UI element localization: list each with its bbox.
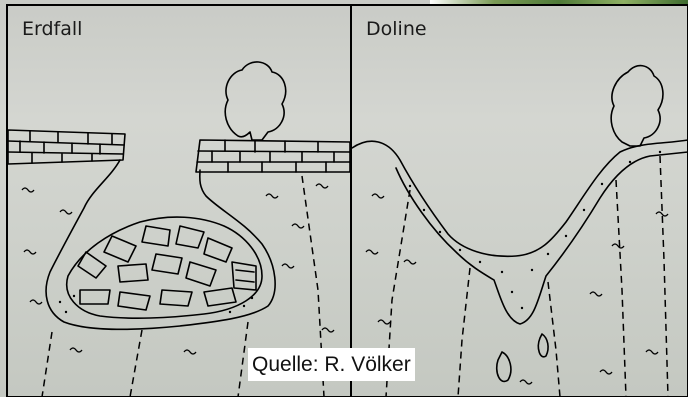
groundwater-marks (22, 184, 334, 354)
erdfall-drawing (8, 62, 350, 397)
fracture-line (130, 330, 142, 397)
panel-title-doline: Doline (366, 18, 427, 40)
fracture-line (660, 156, 668, 397)
erdfall-rubble (67, 217, 262, 318)
right-rock-layer (196, 140, 350, 172)
seep-channel (497, 352, 511, 381)
fracture-line (548, 282, 560, 397)
doline-infill (396, 152, 688, 324)
diagram-frame (7, 5, 688, 397)
source-credit: Quelle: R. Völker (248, 348, 415, 381)
doline-stipple (409, 151, 661, 309)
tree-doline (611, 66, 663, 146)
tree-erdfall (225, 62, 285, 140)
fracture-line (42, 332, 52, 397)
left-rock-layer (8, 130, 125, 164)
panel-title-erdfall: Erdfall (22, 18, 82, 40)
fracture-line (458, 268, 470, 397)
fracture-line (616, 180, 626, 397)
fracture-line (238, 322, 248, 397)
seep-channel (538, 334, 548, 357)
